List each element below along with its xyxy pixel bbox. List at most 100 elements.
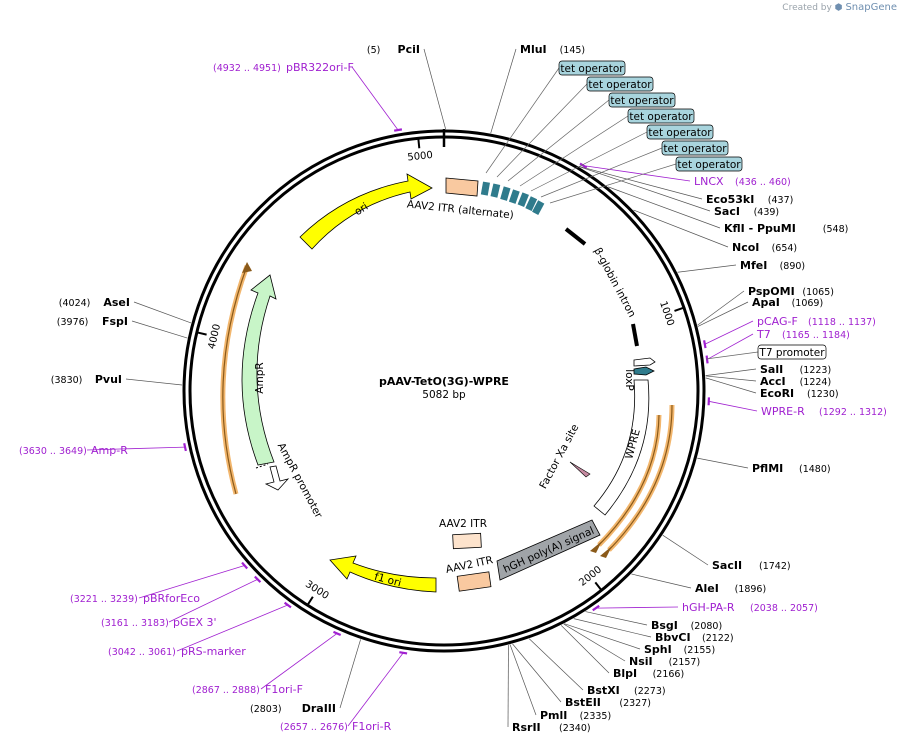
enzyme-site[interactable]: SacI(439)	[579, 166, 779, 218]
enzyme-site[interactable]: RsrII(2340)	[507, 644, 591, 734]
tet-operator-block[interactable]	[480, 181, 490, 196]
enzyme-site[interactable]: MluI(145)	[490, 43, 585, 134]
enzyme-site[interactable]: AccI(1224)	[705, 375, 832, 388]
factor-xa-feature[interactable]: Factor Xa site	[537, 422, 591, 491]
itr-alternate-label: AAV2 ITR (alternate)	[406, 198, 514, 221]
loxp-arrow-teal	[633, 366, 655, 376]
primer-site[interactable]: (2867 .. 2888)F1ori-F	[192, 630, 342, 696]
enzyme-site[interactable]: KflI - PpuMI(548)	[608, 186, 848, 235]
enzyme-site[interactable]: BbvCI(2122)	[573, 618, 734, 644]
primer-mark	[393, 128, 403, 132]
enzyme-leader	[560, 625, 610, 674]
primer-site[interactable]: (3630 .. 3649)Amp-R	[19, 443, 187, 457]
enzyme-position: (1742)	[759, 561, 791, 572]
tet-operator-block[interactable]	[517, 192, 529, 207]
enzyme-leader	[697, 290, 745, 326]
primer-site[interactable]: (2657 .. 2676)F1ori-R	[280, 651, 408, 733]
enzyme-position: (654)	[772, 243, 798, 254]
tet-operator-label[interactable]: tet operator	[530, 124, 714, 192]
itr-lower-feature-2[interactable]: AAV2 ITR	[445, 554, 494, 592]
enzyme-site[interactable]: BstXI(2273)	[528, 638, 666, 697]
enzyme-leader	[339, 639, 361, 709]
enzyme-site[interactable]: FspI(3976)	[57, 315, 188, 339]
t7-promoter-box[interactable]: T7 promoter	[705, 344, 827, 360]
primer-site[interactable]: (2038 .. 2057)hGH-PA-R	[592, 601, 818, 614]
enzyme-name: ApaI	[752, 296, 780, 309]
primer-name: pBRforEco	[143, 592, 200, 605]
tet-operator-block[interactable]	[490, 183, 501, 198]
enzyme-site[interactable]: PflMI(1480)	[697, 457, 831, 475]
enzyme-position: (1069)	[792, 298, 824, 309]
enzyme-site[interactable]: DraIII(2803)	[250, 639, 361, 715]
tet-operator-label[interactable]: tet operator	[507, 92, 676, 182]
enzyme-site[interactable]: Eco53kI(437)	[578, 165, 794, 206]
primer-mark	[399, 651, 408, 655]
itr1-block	[452, 532, 482, 550]
enzyme-position: (1480)	[799, 464, 831, 475]
primer-name: F1ori-R	[352, 720, 392, 733]
tick-label: 2000	[577, 564, 604, 588]
tet-operator-block[interactable]	[500, 186, 511, 201]
tet-operator-block[interactable]	[525, 196, 538, 212]
ori-feature[interactable]: ori	[299, 173, 433, 250]
enzyme-site[interactable]: SalI(1223)	[705, 363, 832, 376]
enzyme-site[interactable]: PciI(5)	[367, 43, 446, 130]
enzyme-position: (4024)	[59, 298, 91, 309]
enzyme-site[interactable]: SacII(1742)	[662, 534, 791, 572]
enzyme-site[interactable]: AleI(1896)	[631, 573, 766, 595]
enzyme-site[interactable]: SphI(2155)	[564, 623, 715, 656]
tet-operator-label[interactable]: tet operator	[540, 140, 729, 198]
hgh-polya-feature[interactable]: hGH poly(A) signal	[496, 519, 601, 581]
enzyme-position: (437)	[768, 195, 794, 206]
enzyme-site[interactable]: PvuI(3830)	[51, 373, 183, 386]
enzyme-site[interactable]: NcoI(654)	[633, 209, 798, 254]
tet-operator-block[interactable]	[508, 189, 520, 204]
wpre-feature[interactable]: WPRE	[593, 379, 650, 516]
primer-site[interactable]: (3221 .. 3239)pBRforEco	[70, 561, 249, 605]
enzyme-site[interactable]: BlpI(2166)	[560, 625, 684, 680]
loxp-feature[interactable]: loxP	[623, 357, 656, 391]
primer-site[interactable]: (1292 .. 1312)WPRE-R	[707, 397, 887, 418]
enzyme-site[interactable]: EcoRI(1230)	[705, 377, 839, 400]
primer-leader	[86, 446, 186, 451]
primer-site[interactable]: (3042 .. 3061)pRS-marker	[108, 601, 292, 658]
f1-ori-feature[interactable]: f1 ori	[329, 555, 437, 593]
primer-name: pRS-marker	[181, 645, 246, 658]
primer-site[interactable]: (1118 .. 1137)pCAG-F	[703, 315, 876, 349]
tet-operator-block[interactable]	[532, 200, 545, 216]
enzyme-name: DraIII	[302, 702, 336, 715]
tet-operator-label[interactable]: tet operator	[485, 60, 626, 174]
primer-site[interactable]: (1165 .. 1184)T7	[705, 328, 850, 364]
enzyme-position: (1230)	[807, 389, 839, 400]
tet-operator-box	[661, 140, 729, 156]
enzyme-leader	[579, 166, 711, 212]
primer-site[interactable]: (3161 .. 3183)pGEX 3'	[101, 575, 262, 629]
ampr-feature[interactable]: AmpR	[241, 274, 277, 466]
enzyme-site[interactable]: MfeI(890)	[677, 259, 806, 273]
snapgene-logo-icon: ⬢	[834, 3, 843, 13]
enzyme-site[interactable]: BsgI(2080)	[585, 611, 722, 632]
enzyme-site[interactable]: PmlI(2335)	[509, 644, 611, 722]
beta-globin-intron-feature[interactable]: β-globin intron	[564, 227, 639, 347]
enzyme-site[interactable]: BstEII(2327)	[512, 643, 651, 709]
loxp-arrow-white	[633, 357, 656, 367]
tet-operator-label[interactable]: tet operator	[496, 76, 654, 178]
enzyme-site[interactable]: NsiI(2157)	[563, 623, 700, 668]
primer-mark	[705, 355, 709, 364]
enzyme-site[interactable]: ApaI (1069)	[697, 296, 824, 327]
primer-name: pGEX 3'	[173, 616, 217, 629]
tet-operator-label[interactable]: tet operator	[549, 156, 743, 204]
primer-mark	[254, 575, 262, 583]
primer-site[interactable]: (4932 .. 4951)pBR322ori-F	[213, 61, 403, 132]
tet-operator-text: tet operator	[629, 111, 693, 123]
enzyme-name: BlpI	[613, 667, 637, 680]
enzyme-sites: PciI(5) MluI(145) Eco53kI(437)SacI(439)Kfl…	[51, 43, 849, 734]
factor-xa-label: Factor Xa site	[537, 422, 581, 491]
itr-lower-feature-1[interactable]: AAV2 ITR	[439, 518, 487, 550]
tet-operator-label[interactable]: tet operator	[519, 108, 695, 187]
primer-site[interactable]: (436 .. 460)LNCX	[579, 162, 791, 188]
enzyme-leader	[697, 301, 749, 327]
enzyme-site[interactable]: AseI(4024)	[59, 296, 192, 324]
enzyme-site[interactable]: PspOMI(1065)	[697, 285, 834, 326]
